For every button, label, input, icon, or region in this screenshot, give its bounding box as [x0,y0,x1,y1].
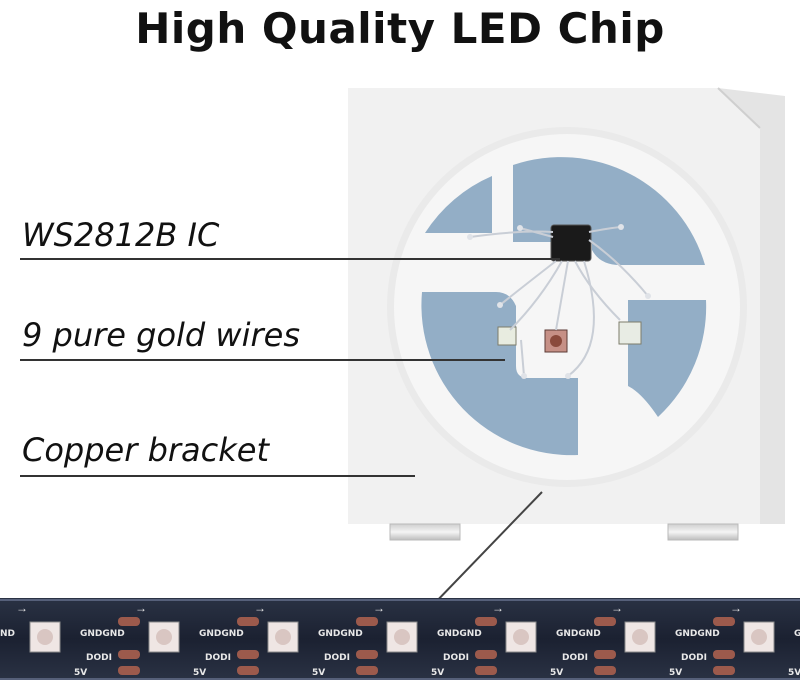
strip-pin-gnd: GNDGND [318,629,363,639]
label-gold-wires: 9 pure gold wires [22,316,300,354]
strip-copper-pad [237,617,259,626]
strip-copper-pad [356,666,378,675]
strip-pin-5v: 5V [193,668,206,678]
strip-copper-pad [713,666,735,675]
strip-copper-pad [475,666,497,675]
strip-pin-dodi: DODI [681,653,707,663]
strip-arrow-icon: → [254,601,266,615]
strip-copper-pad [594,666,616,675]
led-die-blue [618,321,642,345]
strip-led-lens [513,629,529,645]
strip-copper-pad [594,650,616,659]
strip-pin-gnd: GNDGND [675,629,720,639]
strip-pin-gnd: GNDGND [437,629,482,639]
strip-led-lens [632,629,648,645]
strip-led-lens [751,629,767,645]
strip-arrow-icon: → [492,601,504,615]
strip-copper-pad [713,617,735,626]
strip-pin-5v: 5V [788,668,800,678]
strip-pin-dodi: DODI [324,653,350,663]
strip-copper-pad [475,617,497,626]
strip-arrow-icon: → [135,601,147,615]
strip-copper-pad [356,617,378,626]
strip-pin-gnd: GNDGND [556,629,601,639]
strip-copper-pad [713,650,735,659]
label-ws2812b-ic: WS2812B IC [22,216,220,254]
chip-lead-right [667,523,739,541]
strip-copper-pad [118,650,140,659]
strip-led-lens [156,629,172,645]
strip-pin-5v: 5V [431,668,444,678]
strip-led-lens [37,629,53,645]
strip-pin-5v: 5V [74,668,87,678]
strip-arrow-icon: → [16,601,28,615]
strip-pin-gnd: GNDGND [199,629,244,639]
strip-copper-pad [475,650,497,659]
strip-edge-text: ND [0,629,15,639]
strip-pin-5v: 5V [312,668,325,678]
strip-led-lens [275,629,291,645]
label-copper-bracket: Copper bracket [22,431,269,469]
led-strip: GNDGND DODI 5V → GNDGND DODI 5V → GNDGND DODI 5V → G… [0,598,800,698]
strip-arrow-icon: → [611,601,623,615]
ic-die [551,225,591,261]
strip-pin-dodi: DODI [562,653,588,663]
strip-pin-5v: 5V [550,668,563,678]
strip-pin-dodi: DODI [205,653,231,663]
strip-pin-5v: 5V [669,668,682,678]
strip-copper-pad [594,617,616,626]
led-die-green [497,326,517,346]
page-title: High Quality LED Chip [135,4,665,53]
strip-arrow-icon: → [373,601,385,615]
strip-pin-gnd: GNDGND [794,629,800,639]
strip-pin-dodi: DODI [86,653,112,663]
strip-copper-pad [118,617,140,626]
strip-arrow-icon: → [730,601,742,615]
strip-copper-pad [237,666,259,675]
strip-copper-pad [118,666,140,675]
gold-bond-wires [469,226,649,377]
strip-pin-gnd: GNDGND [80,629,125,639]
strip-copper-pad [237,650,259,659]
chip-lead-left [389,523,461,541]
strip-pin-dodi: DODI [443,653,469,663]
strip-led-lens [394,629,410,645]
strip-copper-pad [356,650,378,659]
